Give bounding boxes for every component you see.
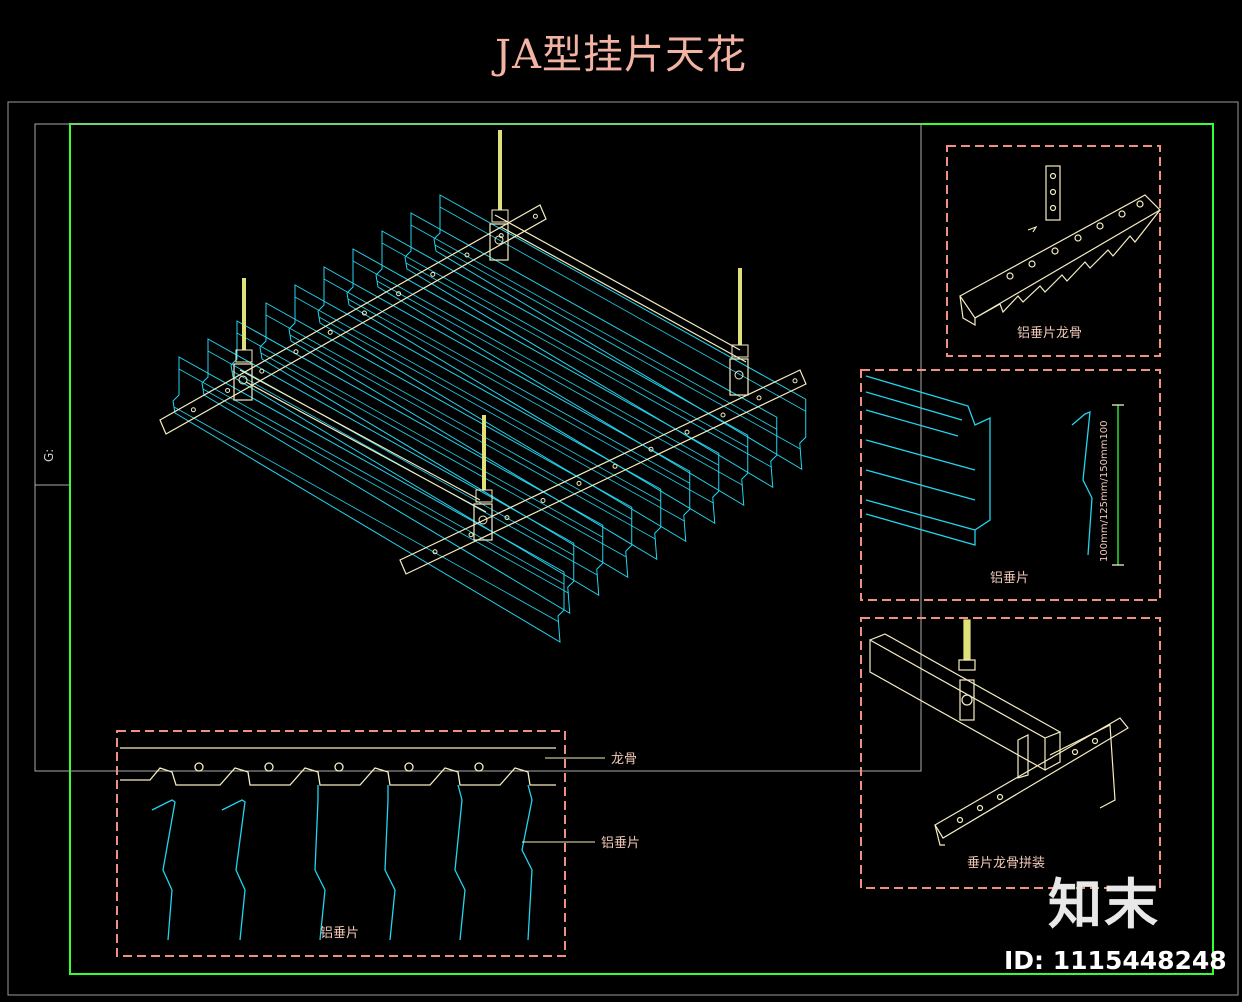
label-section-caption: 铝垂片 [320, 926, 360, 941]
hanger-rod [738, 268, 742, 345]
main-keel-rail [159, 204, 547, 435]
hanger-clip [473, 503, 493, 541]
hanger-rod [482, 415, 486, 490]
blade-fold-line [405, 262, 772, 468]
blade-fold-line [260, 352, 627, 558]
section-detail-drawing [120, 747, 605, 941]
blade-fold-line [265, 314, 632, 520]
rail-hole [327, 329, 333, 335]
aluminum-blade [433, 194, 807, 471]
rail-hole [756, 395, 762, 401]
label-assembly-detail: 垂片龙骨拼装 [967, 856, 1046, 871]
detail-box-keel [946, 145, 1161, 357]
blade-fold-line [236, 332, 603, 538]
blade-fold-line [347, 298, 714, 504]
rail-hole [396, 291, 402, 297]
rail-hole [468, 532, 474, 538]
rail-hole [576, 480, 582, 486]
cross-rail [239, 369, 487, 513]
aluminum-blade [375, 230, 749, 507]
label-keel-detail: 铝垂片龙骨 [1017, 326, 1083, 341]
sheet-border [7, 101, 1239, 996]
aluminum-blade [230, 320, 604, 597]
rail-hole [464, 252, 470, 258]
brand-logo: 知末 [1048, 873, 1160, 936]
hanger-nut [491, 209, 509, 223]
aluminum-blade [317, 266, 691, 543]
hanger-nut [235, 349, 253, 363]
hanger-rod [242, 278, 246, 350]
rail-hole [361, 310, 367, 316]
detail-box-section [116, 730, 566, 957]
label-dimension: 100mm/125mm/150mm100 [1099, 420, 1110, 562]
blade-fold-line [434, 244, 801, 450]
rail-hole [432, 549, 438, 555]
rail-hole [792, 378, 798, 384]
hanger-clip [729, 358, 749, 396]
clip-bolt [734, 370, 744, 380]
rail-hole [190, 407, 196, 413]
blade-fold-line [410, 224, 777, 430]
label-callout-keel: 龙骨 [611, 752, 638, 767]
hanger-clip [233, 363, 253, 401]
main-keel-rail [399, 369, 807, 575]
blade-fold-line [294, 296, 661, 502]
rail-hole [684, 429, 690, 435]
viewport-box [34, 123, 922, 772]
assembly-detail-drawing [869, 619, 1129, 846]
blade-fold-line [376, 280, 743, 486]
aluminum-blade [288, 284, 662, 561]
hanger-nut [731, 344, 749, 358]
blade-detail-drawing [865, 375, 1124, 566]
rail-hole [540, 498, 546, 503]
rail-hole [720, 412, 726, 418]
clip-bolt [478, 515, 488, 525]
rail-hole [225, 387, 231, 393]
blade-fold-line [318, 316, 685, 522]
rail-hole [532, 213, 538, 219]
id-text: ID: 1115448248 [1004, 946, 1227, 975]
aluminum-blade [259, 302, 633, 579]
rail-hole [612, 463, 618, 469]
rail-hole [648, 446, 654, 452]
label-blade-detail: 铝垂片 [990, 571, 1030, 586]
blade-fold-line [178, 368, 565, 585]
blade-fold-line [323, 278, 690, 484]
side-mark: G: [42, 448, 56, 462]
blade-fold-line [173, 406, 560, 623]
rail-hole [293, 349, 299, 355]
blade-fold-line [352, 260, 719, 466]
detail-box-assembly [860, 617, 1161, 889]
aluminum-blade [172, 356, 565, 643]
hanger-rod [498, 130, 502, 210]
hanger-clip [489, 223, 509, 261]
aluminum-blade [201, 338, 575, 615]
label-callout-blade: 铝垂片 [601, 836, 641, 851]
clip-bolt [238, 375, 248, 385]
blade-fold-line [289, 334, 656, 540]
drawing-title: JA型挂片天花 [495, 32, 747, 78]
blade-fold-line [202, 388, 569, 594]
detail-box-blade [860, 369, 1161, 601]
keel-detail-drawing [959, 165, 1161, 327]
rail-hole [430, 271, 436, 277]
blade-fold-line [207, 350, 574, 556]
rail-hole [259, 368, 265, 374]
hanger-nut [475, 489, 493, 503]
clip-bolt [494, 235, 504, 245]
blade-fold-line [439, 206, 806, 412]
aluminum-blade [404, 212, 778, 489]
aluminum-blade [346, 248, 720, 525]
rail-hole [504, 515, 510, 521]
cross-rail [494, 214, 747, 363]
isometric-ceiling-assembly [159, 130, 807, 643]
